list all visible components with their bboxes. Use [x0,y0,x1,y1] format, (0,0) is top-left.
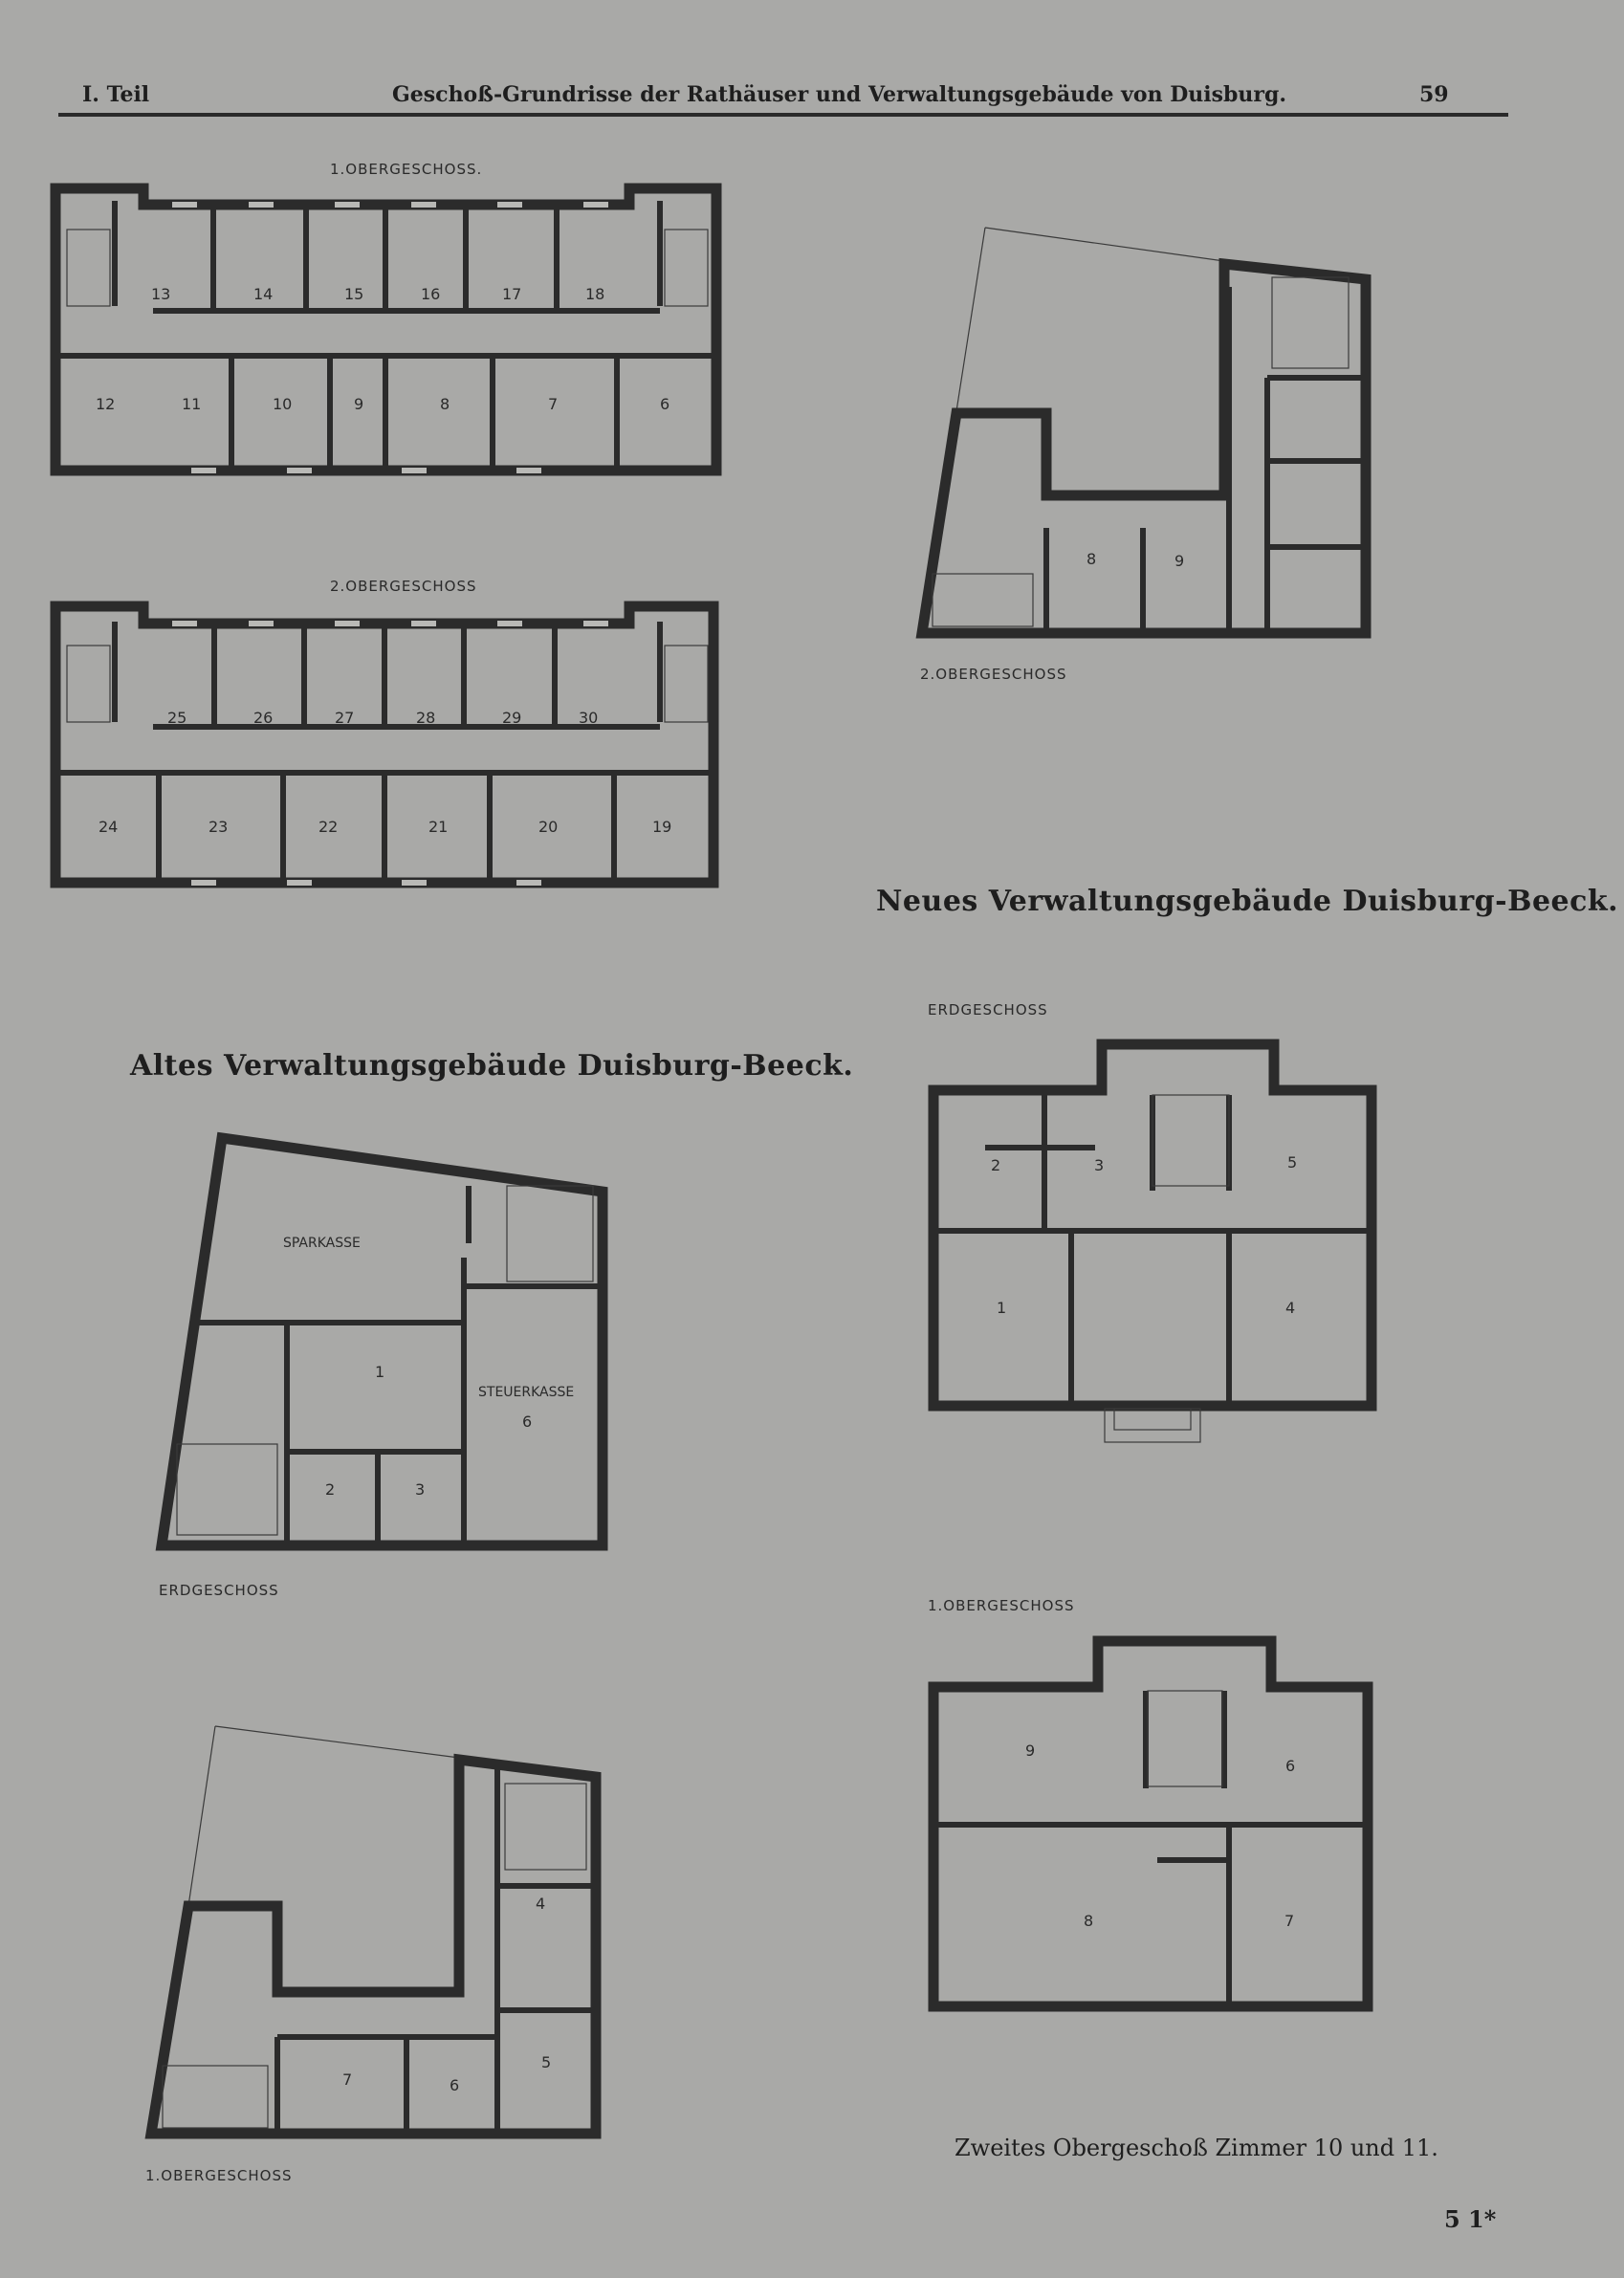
room-number: 25 [167,709,187,727]
room-number: 8 [440,395,450,413]
room-number: 16 [421,285,440,303]
header-rule [58,113,1508,117]
room-number: 29 [502,709,521,727]
plan-label: 2.OBERGESCHOSS [920,666,1067,683]
room-label: SPARKASSE [283,1236,361,1251]
plan-long-2og: 2.OBERGESCHOSS 25 26 27 28 29 30 24 23 2… [50,578,719,888]
room-number: 27 [335,709,354,727]
room-number: 30 [579,709,598,727]
room-number: 13 [151,285,170,303]
page-number: 59 [1419,82,1449,107]
room-number: 26 [253,709,273,727]
room-number: 1 [997,1299,1006,1317]
room-number: 5 [1287,1153,1297,1172]
room-number: 17 [502,285,521,303]
running-title: Geschoß-Grundrisse der Rathäuser und Ver… [392,82,1287,107]
room-number: 9 [1174,552,1184,570]
title-neues: Neues Verwaltungsgebäude Duisburg-Beeck. [876,885,1619,918]
room-number: 11 [182,395,201,413]
room-number: 3 [415,1480,425,1499]
room-number: 12 [96,395,115,413]
room-number: 1 [375,1363,384,1381]
part-label: I. Teil [82,82,150,107]
room-number: 6 [660,395,669,413]
room-label: STEUERKASSE [478,1385,574,1400]
plan-label: 1.OBERGESCHOSS [145,2167,293,2184]
plan-alt-2og: 8 9 2.OBERGESCHOSS [915,227,1372,683]
plan-label: 1.OBERGESCHOSS [928,1597,1075,1614]
room-number: 22 [318,818,338,836]
room-number: 7 [342,2070,352,2089]
room-number: 19 [652,818,671,836]
title-altes: Altes Verwaltungsgebäude Duisburg-Beeck. [130,1049,854,1083]
room-number: 6 [450,2076,459,2094]
plan-alt-eg: SPARKASSE 1 STEUERKASSE 6 2 3 ERDGESCHOS… [155,1131,608,1599]
room-number: 7 [548,395,558,413]
room-number: 28 [416,709,435,727]
plan-label: 1.OBERGESCHOSS. [330,161,482,178]
room-number: 6 [1285,1757,1295,1775]
room-number: 8 [1084,1912,1093,1930]
room-number: 2 [991,1156,1000,1174]
room-number: 9 [1025,1741,1035,1760]
room-number: 21 [428,818,448,836]
caption: Zweites Obergeschoß Zimmer 10 und 11. [955,2135,1438,2161]
room-number: 5 [541,2053,551,2071]
room-number: 15 [344,285,363,303]
plan-neu-eg: ERDGESCHOSS 2 3 5 1 4 [928,1001,1377,1443]
room-number: 3 [1094,1156,1104,1174]
room-number: 24 [99,818,118,836]
plan-neu-1og: 1.OBERGESCHOSS 9 6 8 7 [928,1597,1373,2012]
plan-label: ERDGESCHOSS [159,1582,279,1599]
room-number: 8 [1086,550,1096,568]
signature-mark: 5 1* [1444,2205,1497,2233]
room-number: 4 [536,1895,545,1913]
room-number: 18 [585,285,604,303]
room-number: 23 [208,818,228,836]
room-number: 4 [1285,1299,1295,1317]
room-number: 2 [325,1480,335,1499]
room-number: 7 [1284,1912,1294,1930]
plan-long-1og: 1.OBERGESCHOSS. 13 14 15 16 17 18 12 11 … [50,161,722,476]
room-number: 9 [354,395,363,413]
plan-label: 2.OBERGESCHOSS [330,578,477,595]
room-number: 20 [538,818,558,836]
plan-label: ERDGESCHOSS [928,1001,1048,1019]
room-number: 14 [253,285,273,303]
room-number: 10 [273,395,292,413]
plan-alt-1og: 4 7 6 5 1.OBERGESCHOSS [144,1725,602,2184]
room-number: 6 [522,1413,532,1431]
